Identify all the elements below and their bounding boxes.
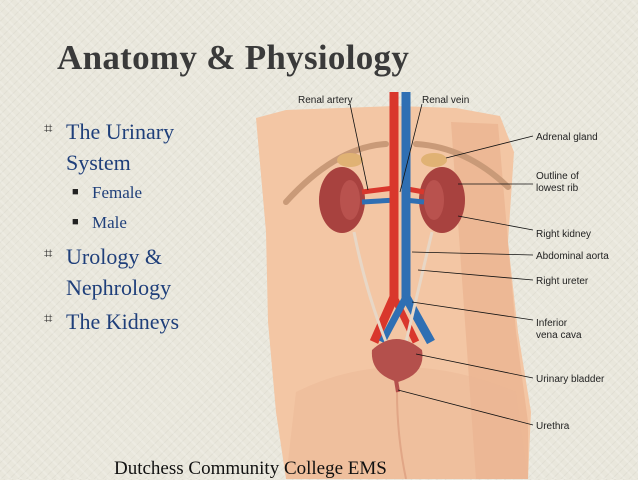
label-inferior-vena-cava-2: vena cava [536, 330, 582, 341]
bullet-square-icon: ⌗ [44, 246, 53, 262]
label-right-kidney: Right kidney [536, 229, 591, 240]
torso-shading [451, 122, 528, 479]
bullet-list: ⌗ The Urinary System ■ Female ■ Male ⌗ U… [44, 116, 274, 337]
bullet-text: The Urinary [66, 119, 175, 144]
sub-bullet-female: ■ Female [72, 178, 274, 208]
label-adrenal-gland: Adrenal gland [536, 132, 598, 143]
bullet-kidneys: ⌗ The Kidneys [44, 306, 274, 337]
rib-outline [413, 141, 511, 190]
label-renal-vein: Renal vein [422, 95, 469, 106]
label-abdominal-aorta: Abdominal aorta [536, 251, 609, 262]
ureter [352, 231, 388, 343]
lower-shading [286, 367, 528, 479]
bullet-text: The Kidneys [66, 309, 180, 334]
bullet-urology-nephrology: ⌗ Urology & Nephrology [44, 241, 274, 303]
urinary-system-illustration: Renal artery Renal vein Adrenal gland Ou… [256, 92, 609, 479]
label-outline-rib-1: Outline of [536, 171, 579, 182]
bullet-square-icon: ⌗ [44, 311, 53, 327]
bullet-text: System [66, 150, 131, 175]
urethra [394, 379, 400, 393]
bullet-text: Urology & [66, 244, 162, 269]
bullet-square-icon: ⌗ [44, 121, 53, 137]
sub-bullet-square-icon: ■ [72, 186, 79, 198]
label-outline-rib-2: lowest rib [536, 183, 579, 194]
bullet-urinary-system: ⌗ The Urinary System [44, 116, 274, 178]
sub-bullet-text: Female [92, 183, 143, 202]
sub-bullet-male: ■ Male [72, 208, 274, 238]
sub-bullet-square-icon: ■ [72, 216, 79, 228]
sub-bullet-text: Male [92, 213, 127, 232]
label-inferior-vena-cava-1: Inferior [536, 318, 568, 329]
urinary-bladder [371, 339, 423, 382]
label-right-ureter: Right ureter [536, 276, 589, 287]
label-urethra: Urethra [536, 421, 570, 432]
footer-text: Dutchess Community College EMS [114, 458, 387, 479]
ureter [404, 231, 434, 343]
adrenal-gland [421, 153, 447, 167]
rib-outline [283, 141, 389, 205]
slide-title: Anatomy & Physiology [57, 38, 410, 77]
label-urinary-bladder: Urinary bladder [536, 374, 605, 385]
bullet-text: Nephrology [66, 275, 172, 300]
label-renal-artery: Renal artery [298, 95, 352, 106]
adrenal-gland [337, 153, 363, 167]
